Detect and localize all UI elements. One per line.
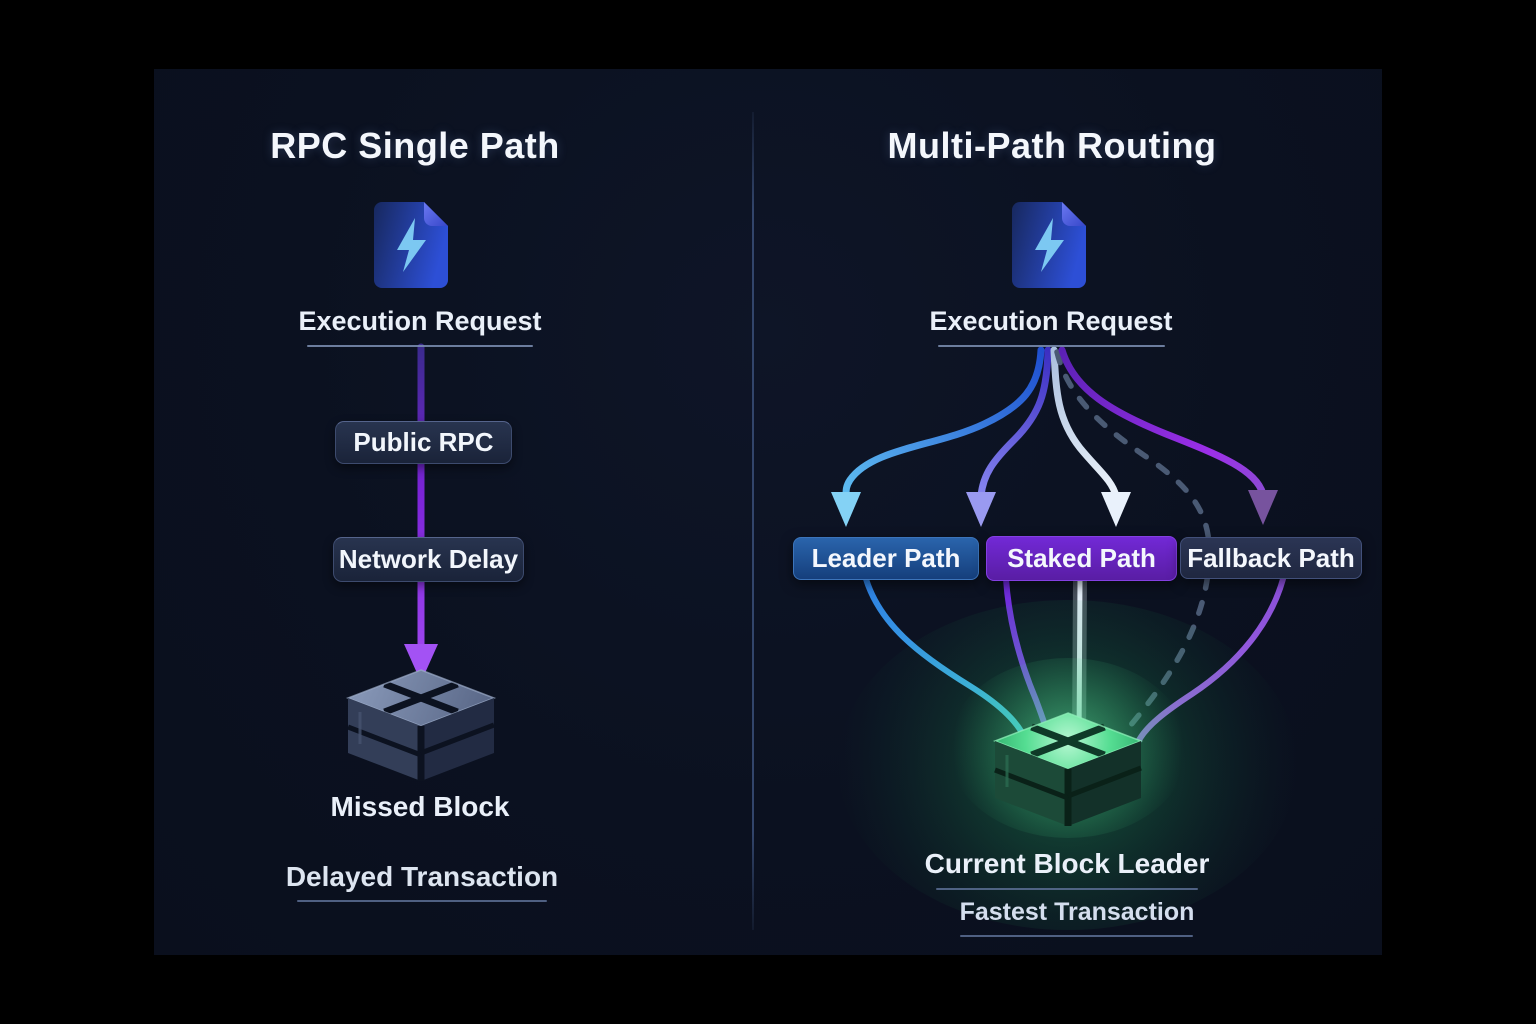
direct-path-arrow — [1050, 346, 1120, 500]
document-lightning-icon — [374, 202, 448, 288]
right-outcome-underline — [960, 935, 1193, 937]
left-outcome-label: Delayed Transaction — [285, 861, 559, 892]
dashed-fallback-path — [1054, 349, 1213, 736]
single-path-arrow — [404, 343, 438, 682]
leader-path-box: Leader Path — [793, 537, 979, 580]
left-outcome-underline — [297, 900, 547, 902]
current-block-leader-label: Current Block Leader — [924, 848, 1210, 879]
left-source-label: Execution Request — [298, 306, 542, 336]
staked-path-arrow — [977, 346, 1052, 500]
public-rpc-label: Public RPC — [353, 427, 494, 457]
public-rpc-node: Public RPC — [335, 421, 512, 464]
left-source-underline — [307, 345, 533, 347]
network-delay-node: Network Delay — [333, 537, 524, 582]
fallback-path-label: Fallback Path — [1187, 542, 1355, 573]
fallback-path-arrow — [1058, 346, 1267, 498]
document-lightning-icon — [1012, 202, 1086, 288]
missed-block-label: Missed Block — [330, 791, 510, 822]
right-source-label: Execution Request — [929, 306, 1173, 336]
right-panel-title: Multi-Path Routing — [887, 125, 1217, 166]
network-delay-label: Network Delay — [338, 544, 519, 574]
route-fan-arrows — [842, 346, 1267, 736]
right-outcome-label: Fastest Transaction — [959, 898, 1195, 926]
right-source-underline — [938, 345, 1165, 347]
panel-divider — [752, 112, 754, 930]
leader-path-label: Leader Path — [811, 543, 961, 573]
leader-path-arrow — [842, 346, 1045, 500]
right-block-underline — [936, 888, 1198, 890]
route-fan-arrowheads — [831, 490, 1278, 527]
missed-block-cube-icon — [345, 669, 497, 781]
staked-path-box: Staked Path — [986, 536, 1177, 581]
left-panel-title: RPC Single Path — [270, 125, 560, 166]
leader-block-cube-icon — [838, 600, 1298, 930]
fallback-path-box: Fallback Path — [1180, 537, 1362, 579]
staked-path-label: Staked Path — [1007, 543, 1156, 573]
